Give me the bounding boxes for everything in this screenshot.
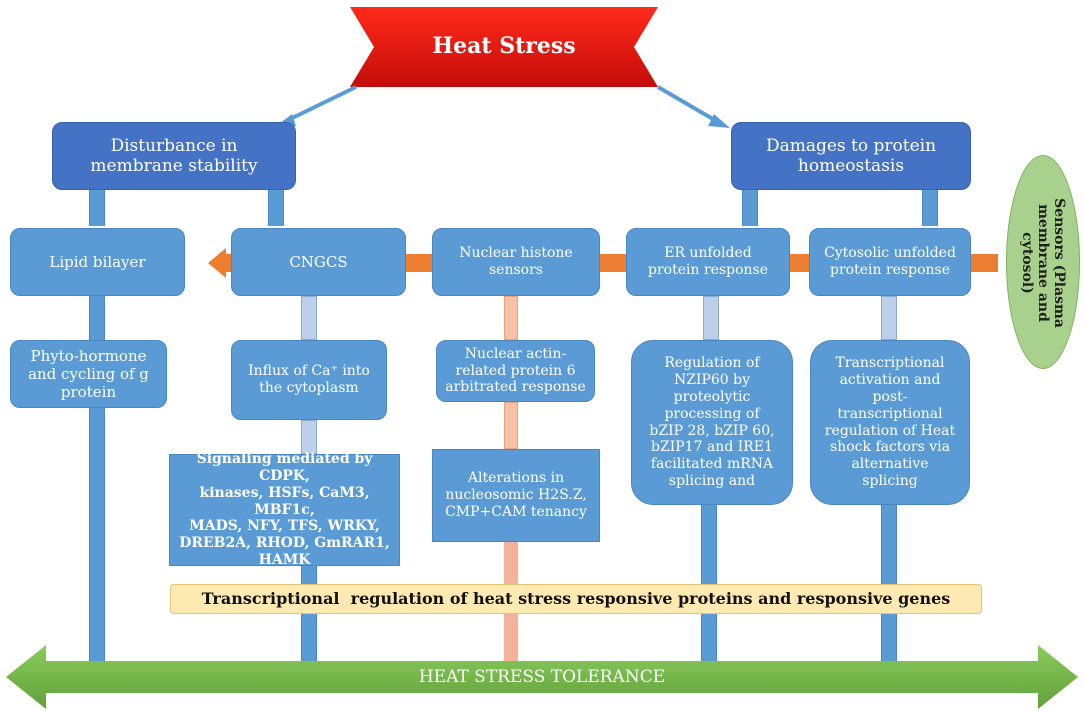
connector-er bbox=[703, 296, 719, 340]
connector-left-cngcs bbox=[268, 190, 284, 226]
connector-nuclear bbox=[504, 296, 518, 340]
stem-er bbox=[701, 505, 717, 661]
heat-stress-banner bbox=[350, 7, 658, 87]
tolerance-arrow bbox=[6, 645, 1078, 709]
stem-lipid-1 bbox=[89, 296, 105, 340]
box-cytosolic-unfolded: Cytosolic unfolded protein response bbox=[809, 228, 971, 296]
box-protein-homeostasis: Damages to protein homeostasis bbox=[731, 122, 971, 190]
box-alterations-nucleosomic: Alterations in nucleosomic H2S.Z, CMP+CA… bbox=[432, 449, 600, 542]
box-signaling-mediated: Signaling mediated by CDPK, kinases, HSF… bbox=[169, 451, 400, 568]
heat-stress-tolerance-label: HEAT STRESS TOLERANCE bbox=[418, 666, 666, 687]
stem-lipid-2 bbox=[89, 405, 105, 661]
heat-stress-title: Heat Stress bbox=[432, 32, 576, 59]
sensors-oval bbox=[1006, 155, 1080, 369]
box-nuclear-actin: Nuclear actin- related protein 6 arbitra… bbox=[436, 340, 595, 402]
box-er-unfolded: ER unfolded protein response bbox=[626, 228, 790, 296]
sensors-oval-label: Sensors (Plasma membrane and cytosol) bbox=[1019, 198, 1067, 328]
connector-left-lipid bbox=[89, 190, 105, 226]
box-nzip60-regulation: Regulation of NZIP60 by proteolytic proc… bbox=[631, 340, 793, 505]
box-transcriptional-activation: Transcriptional activation and post- tra… bbox=[810, 340, 970, 505]
box-membrane-stability: Disturbance in membrane stability bbox=[52, 122, 296, 190]
connector-influx-signaling bbox=[301, 420, 317, 454]
box-lipid-bilayer: Lipid bilayer bbox=[10, 228, 185, 296]
stem-cytosolic bbox=[881, 505, 897, 661]
connector-right-er bbox=[742, 190, 758, 226]
connector-cytosolic bbox=[881, 296, 897, 340]
connector-right-cyto bbox=[922, 190, 938, 226]
box-nuclear-histone: Nuclear histone sensors bbox=[432, 228, 600, 296]
arrow-to-right bbox=[656, 85, 730, 128]
box-cngcs: CNGCS bbox=[231, 228, 406, 296]
box-influx-ca: Influx of Ca⁺ into the cytoplasm bbox=[231, 340, 387, 420]
connector-actin-alterations bbox=[504, 402, 518, 449]
box-phyto-hormone: Phyto-hormone and cycling of g protein bbox=[10, 340, 167, 408]
transcriptional-regulation-banner: Transcriptional regulation of heat stres… bbox=[170, 584, 982, 614]
connector-cngcs bbox=[301, 296, 317, 340]
